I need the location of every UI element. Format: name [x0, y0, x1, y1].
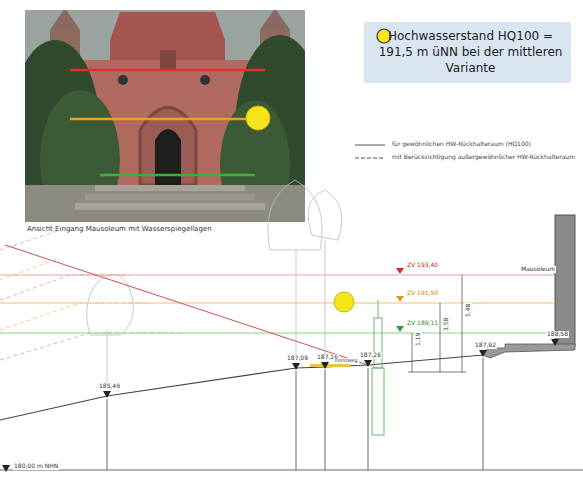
water-level-green: [0, 333, 555, 334]
dimension-value: 5,48: [465, 303, 472, 318]
path-label: Forstweg: [334, 358, 359, 364]
elevation-label: 187,26: [359, 352, 382, 359]
elevation-label: 187,09: [286, 355, 309, 362]
embankment-line: [5, 245, 368, 365]
legend-sample: [355, 145, 385, 146]
photo-caption: Ansicht Eingang Mausoleum mit Wasserspie…: [27, 226, 212, 234]
level-marker: [396, 296, 404, 302]
mausoleum-wall: [555, 215, 575, 346]
level-label: ZV 193,40: [406, 262, 439, 269]
level-marker: [396, 268, 404, 274]
building-label: Mausoleum: [520, 266, 556, 273]
datum-line: [0, 470, 583, 471]
legend-sample: [355, 158, 385, 159]
water-level-dashed: [0, 230, 180, 360]
elevation-label: 185,49: [98, 383, 121, 390]
legend-text: für gewöhnlichen HW-Rückhalteraum (HQ100…: [392, 141, 531, 148]
station-line: [107, 358, 483, 470]
tree-sketch: [87, 180, 342, 396]
marker-dot: [334, 292, 354, 312]
gauge-post: [372, 300, 384, 435]
level-label: ZV 189,11: [406, 320, 439, 327]
legend-text: mit Berücksichtigung außergewöhnlicher H…: [392, 154, 575, 161]
ground-profile: [0, 355, 483, 420]
level-marker: [396, 326, 404, 332]
elevation-marker: [2, 339, 559, 472]
dimension-value: 3,58: [443, 317, 450, 332]
dimension-value: 1,19: [415, 332, 422, 347]
forstweg: [310, 364, 350, 367]
info-box: Hochwasserstand HQ100 = 191,5 m üNN bei …: [364, 22, 571, 83]
elevation-label: 188,58: [546, 331, 569, 338]
level-label: ZV 191,50: [406, 290, 439, 297]
info-text: Hochwasserstand HQ100 = 191,5 m üNN bei …: [372, 28, 563, 77]
mausoleum-photo: [25, 10, 305, 222]
elevation-label: 187,92: [474, 342, 497, 349]
datum-label: 180,00 m NHN: [13, 463, 59, 470]
